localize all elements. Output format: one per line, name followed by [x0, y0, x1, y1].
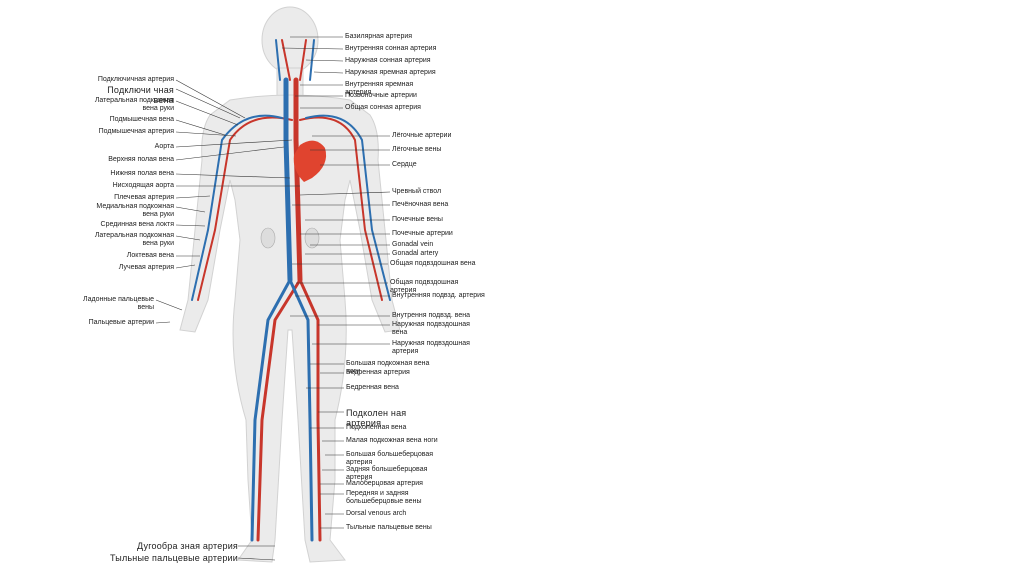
leader-line — [237, 557, 276, 561]
label-right-33: Тыльные пальцевые вены — [346, 524, 432, 531]
leader-line — [175, 88, 241, 119]
leader-line — [305, 59, 344, 62]
label-right-18: Внутренняя подвзд. артерия — [392, 292, 485, 299]
label-left-0: Подключичная артерия — [97, 76, 174, 83]
label-right-15: Gonadal artery — [392, 250, 439, 257]
label-right-4: Внутренняя яремная артерия — [345, 81, 414, 96]
leader-line — [175, 206, 206, 213]
label-right-8: Лёгочные вены — [392, 146, 442, 153]
veins — [191, 39, 391, 542]
label-right-20: Наружная подвздошная вена — [392, 321, 470, 336]
label-left-9: Плечевая артерия — [114, 194, 174, 201]
label-right-13: Почечные артерии — [392, 230, 453, 237]
label-left-12: Латеральная подкожная вена руки — [94, 232, 174, 247]
label-right-19: Внутрення подвзд. вена — [392, 312, 471, 319]
label-left-13: Локтевая вена — [126, 252, 174, 259]
label-left-15: Ладонные пальцевые вены — [83, 296, 154, 311]
label-right-2: Наружная сонная артерия — [345, 57, 431, 64]
label-right-17: Общая подвздошная артерия — [390, 279, 459, 294]
label-left-6: Верхняя полая вена — [108, 156, 174, 163]
leader-line — [175, 146, 285, 161]
label-right-22: Большая подкожная вена ноги — [346, 360, 430, 375]
label-left-14: Лучевая артерия — [118, 264, 174, 271]
leader-line — [175, 224, 206, 227]
label-left-10: Медиальная подкожная вена руки — [96, 203, 174, 218]
label-right-30: Малоберцовая артерия — [346, 480, 423, 487]
label-left-1: Подключи чная вена — [107, 85, 174, 105]
label-left-11: Срединная вена локтя — [100, 221, 174, 228]
body-silhouette — [179, 6, 401, 563]
label-right-10: Чревный ствол — [392, 188, 442, 195]
label-right-12: Почечные вены — [392, 216, 443, 223]
label-left-5: Аорта — [154, 143, 174, 150]
label-right-3: Наружная яремная артерия — [345, 69, 436, 76]
leader-line — [281, 47, 344, 50]
label-right-23: Бедренная артерия — [346, 369, 410, 376]
label-right-24: Бедренная вена — [346, 384, 399, 391]
label-left-2: Латеральная подкожная вена руки — [94, 97, 174, 112]
leader-line — [175, 264, 196, 269]
label-right-14: Gonadal vein — [392, 241, 434, 248]
label-right-26: Подколенная вена — [346, 424, 407, 431]
leader-line — [175, 173, 291, 179]
leader-line — [155, 299, 183, 311]
leader-line — [175, 100, 239, 126]
label-left-4: Подмышечная артерия — [98, 128, 174, 135]
label-right-11: Печёночная вена — [392, 201, 449, 208]
label-left-8: Нисходящая аорта — [112, 182, 174, 189]
right-kidney-shape — [304, 227, 320, 249]
label-right-5: Позвоночные артерии — [345, 92, 417, 99]
label-right-27: Малая подкожная вена ноги — [346, 437, 438, 444]
label-right-29: Задняя большеберцовая артерия — [346, 466, 428, 481]
arteries — [197, 39, 383, 542]
label-right-28: Большая большеберцовая артерия — [346, 451, 434, 466]
label-right-9: Сердце — [392, 161, 417, 168]
leader-line — [175, 139, 293, 148]
label-right-25: Подколен ная артерия — [346, 408, 407, 428]
leader-line — [175, 195, 211, 199]
leader-line — [155, 321, 171, 324]
label-right-6: Общая сонная артерия — [345, 104, 421, 111]
label-right-16: Общая подвздошная вена — [390, 260, 476, 267]
left-kidney-shape — [260, 227, 276, 249]
leader-line — [175, 79, 246, 119]
label-right-0: Базилярная артерия — [345, 33, 413, 40]
label-right-31: Передняя и задняя большеберцовые вены — [346, 490, 422, 505]
label-left-3: Подмышечная вена — [109, 116, 174, 123]
leader-line — [313, 71, 344, 74]
label-left-16: Пальцевые артерии — [88, 319, 154, 326]
label-right-1: Внутренняя сонная артерия — [345, 45, 437, 52]
heart-shape — [293, 140, 327, 182]
label-bottom-0: Дугообра зная артерия — [137, 541, 238, 551]
label-right-21: Наружная подвздошная артерия — [392, 340, 470, 355]
label-bottom-1: Тыльные пальцевые артерии — [110, 553, 238, 563]
leader-line — [299, 191, 391, 196]
label-right-32: Dorsal venous arch — [346, 510, 407, 517]
leader-line — [175, 235, 201, 241]
leader-lines — [155, 36, 391, 561]
label-left-7: Нижняя полая вена — [110, 170, 174, 177]
label-right-7: Лёгочные артерии — [392, 132, 452, 139]
leader-line — [175, 119, 226, 136]
leader-line — [175, 131, 237, 137]
